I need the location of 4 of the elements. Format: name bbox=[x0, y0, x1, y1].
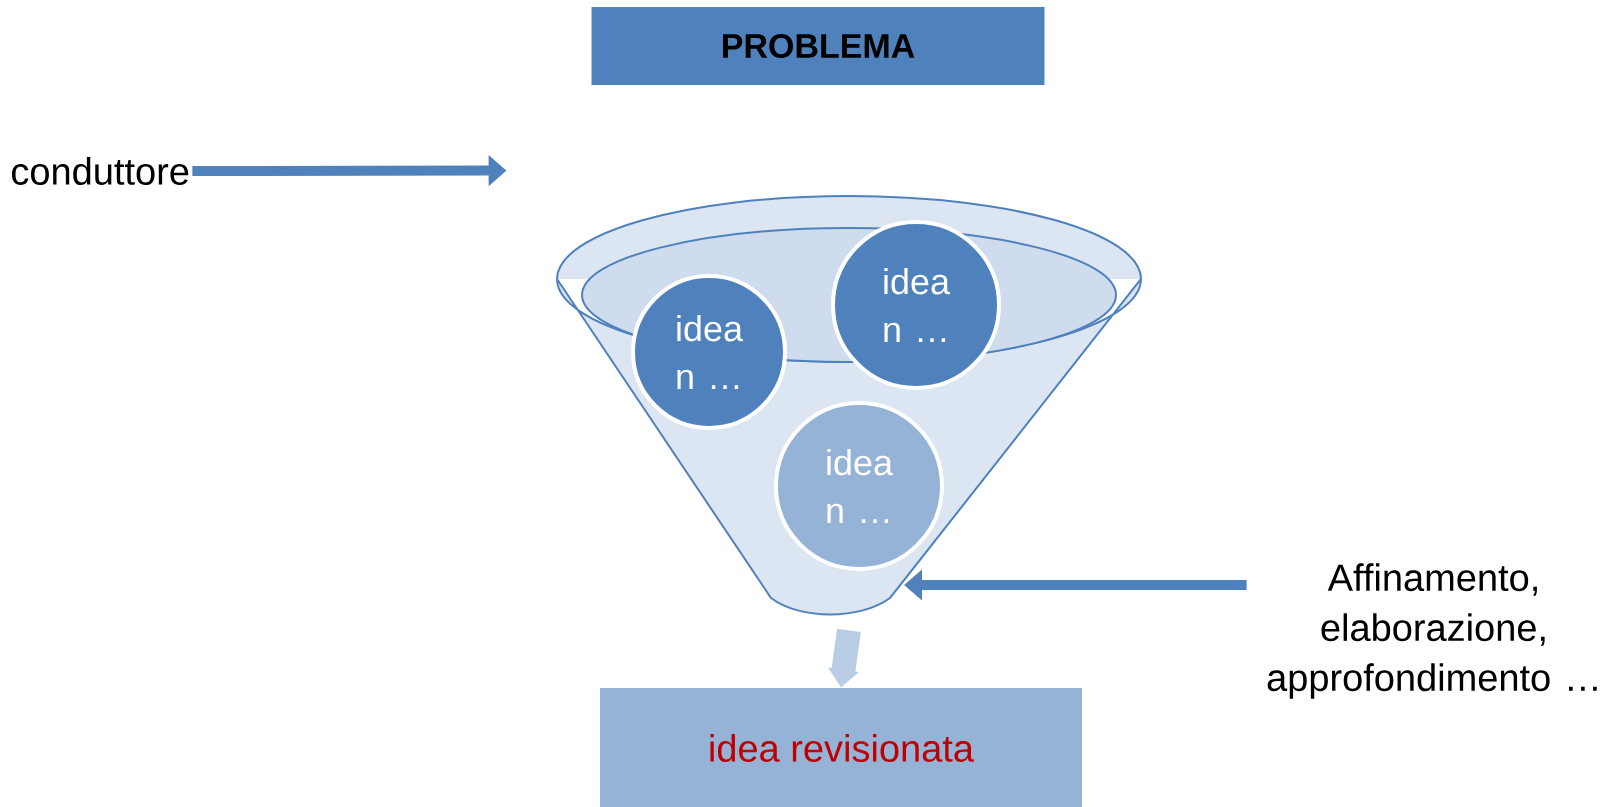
label-text: conduttore bbox=[12, 157, 189, 185]
result-box: idea revisionata bbox=[600, 688, 1082, 807]
label-text: Affinamento, elaborazione, approfondimento … bbox=[1267, 563, 1597, 699]
title-box: PROBLEMA bbox=[591, 7, 1045, 85]
